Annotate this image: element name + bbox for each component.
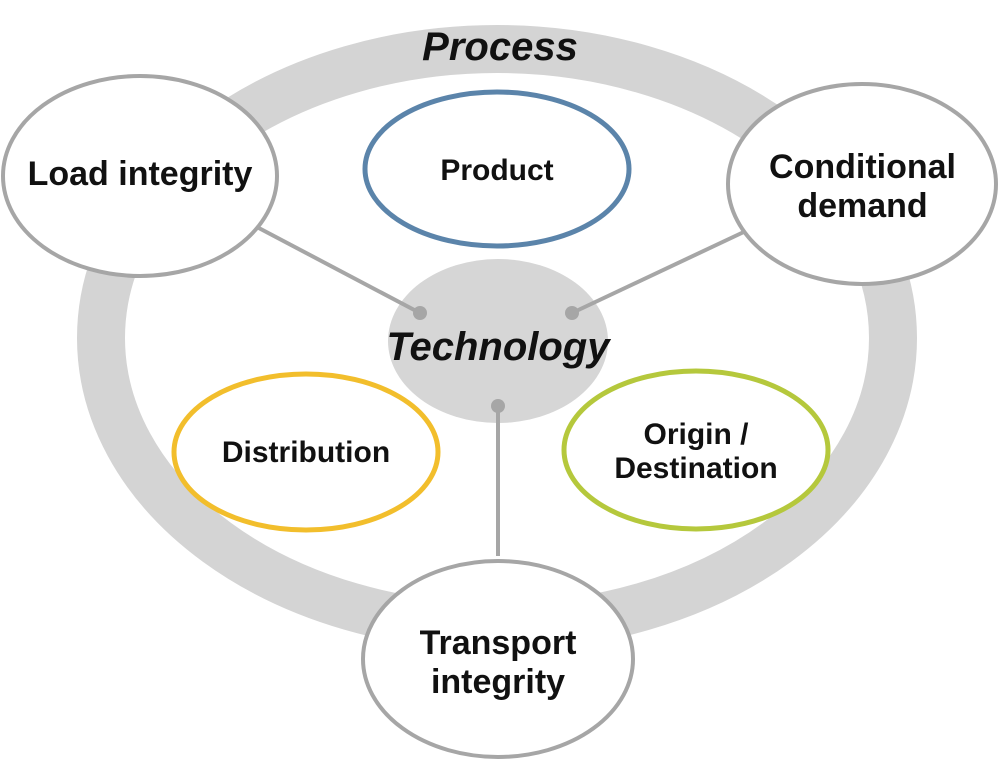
connector-conditional-demand: [571, 228, 749, 315]
conditional-demand-line1: Conditional: [769, 147, 956, 186]
technology-hub: [388, 259, 608, 423]
transport-integrity-line2: integrity: [430, 663, 566, 701]
connector-dot-left: [413, 306, 427, 320]
transport-integrity-node: [361, 559, 635, 759]
transport-integrity-line1: Transport: [419, 623, 577, 662]
technology-label: Technology: [386, 325, 610, 369]
distribution-node: [171, 371, 441, 533]
connector-dot-bottom: [491, 399, 505, 413]
conditional-demand-line2: demand: [797, 187, 928, 225]
transport-integrity-label: Transport integrity: [380, 620, 616, 706]
load-integrity-label: Load integrity: [27, 155, 253, 194]
connector-dot-right: [565, 306, 579, 320]
conditional-demand-label: Conditional demand: [745, 142, 980, 232]
origin-destination-node: [561, 368, 831, 532]
origin-destination-label: Origin / Destination: [586, 410, 806, 494]
origin-destination-line1: Origin /: [643, 417, 749, 451]
origin-destination-line2: Destination: [614, 452, 778, 485]
distribution-label: Distribution: [221, 435, 391, 469]
product-label: Product: [440, 153, 554, 187]
connector-load-integrity: [254, 224, 421, 315]
process-label: Process: [422, 25, 578, 69]
product-node: [362, 89, 632, 249]
conditional-demand-node: [726, 82, 998, 286]
load-integrity-node: [1, 74, 279, 278]
